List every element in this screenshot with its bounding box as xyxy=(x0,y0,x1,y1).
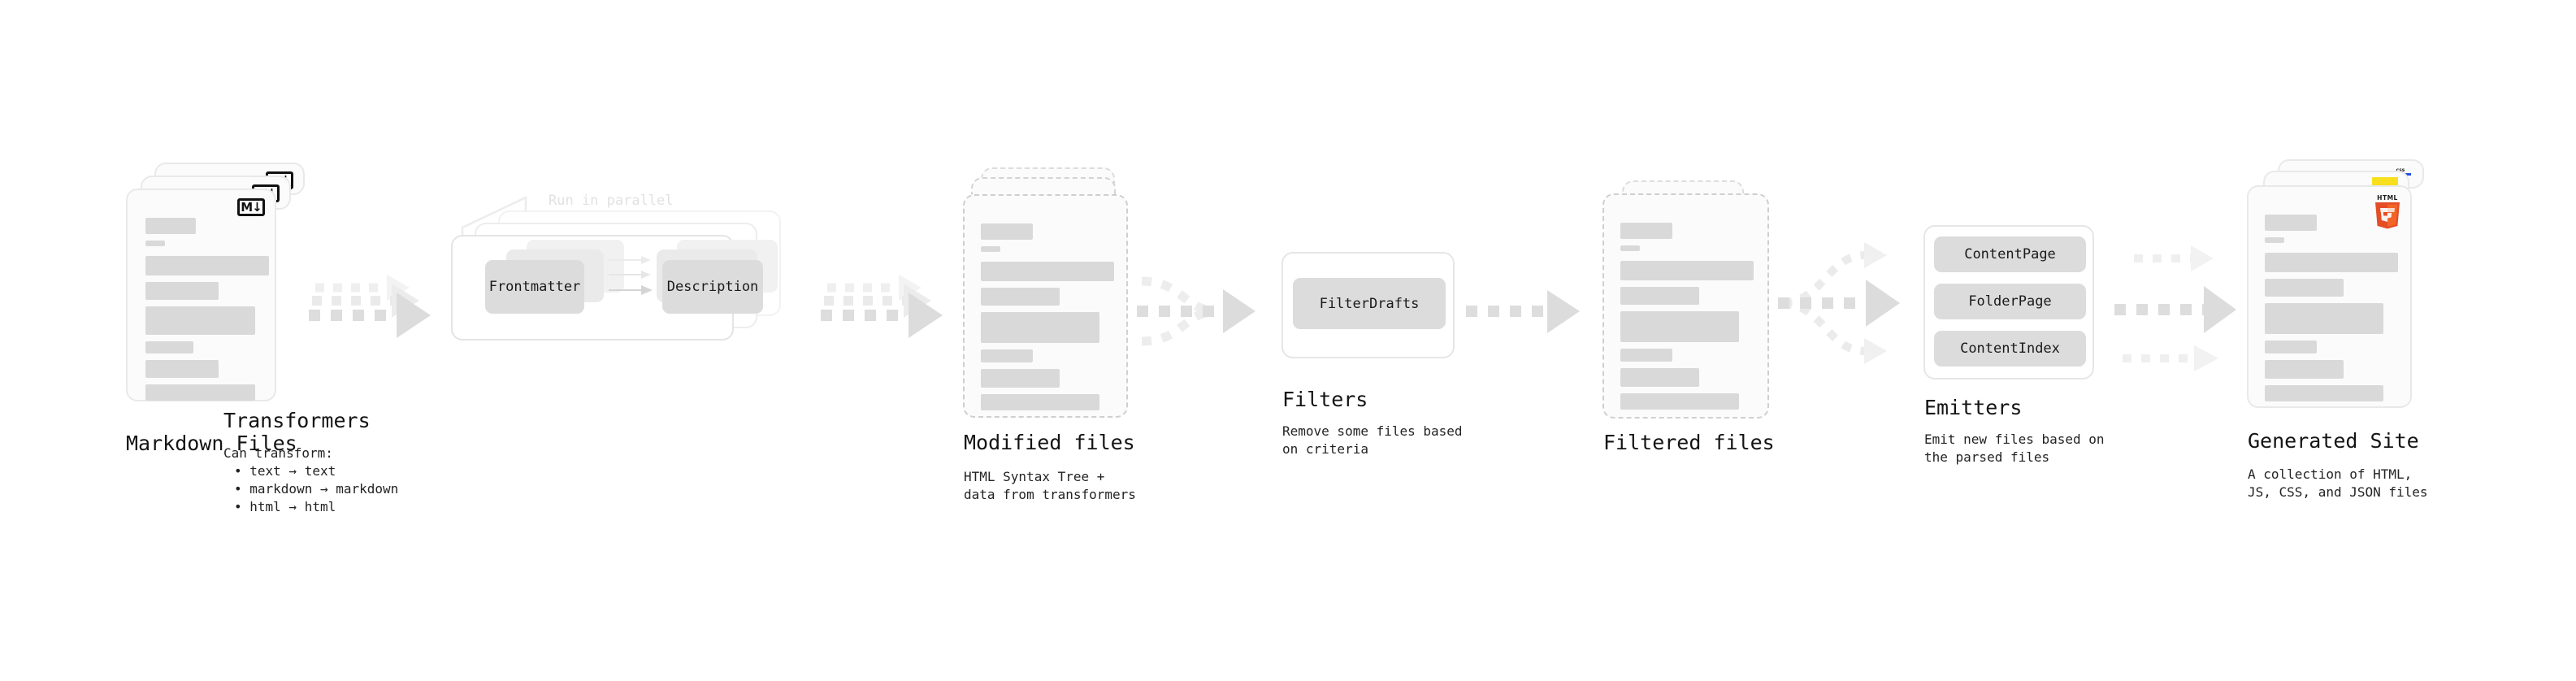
file-skeleton xyxy=(2265,215,2398,408)
skeleton-bar xyxy=(2265,237,2284,243)
file-skeleton xyxy=(145,218,269,407)
skeleton-bar xyxy=(2265,253,2398,272)
stage-markdown-files: M↓ M↓ M↓ xyxy=(126,163,313,431)
stage-filters: FilterDrafts xyxy=(1281,252,1460,366)
transformers-bullet-2: • html → html xyxy=(234,499,336,514)
skeleton-bar xyxy=(1620,368,1699,387)
stage-modified-files xyxy=(963,167,1150,436)
skeleton-bar xyxy=(981,246,1000,252)
skeleton-bar xyxy=(1620,261,1754,280)
skeleton-bar xyxy=(1620,287,1699,305)
skeleton-bar xyxy=(981,349,1033,362)
skeleton-bar xyxy=(2265,385,2383,401)
connector-emitters-to-site xyxy=(2114,245,2236,371)
css3-icon-text: css xyxy=(2396,167,2405,173)
skeleton-bar xyxy=(981,262,1114,281)
skeleton-bar xyxy=(145,306,255,335)
stage-subtitle-modified-files: HTML Syntax Tree + data from transformer… xyxy=(964,469,1136,502)
skeleton-bar xyxy=(981,394,1099,410)
connector-filters-to-filtered xyxy=(1466,290,1580,333)
transformers-bullet-0: • text → text xyxy=(234,463,336,479)
stage-emitters: ContentPage FolderPage ContentIndex xyxy=(1923,225,2110,388)
skeleton-bar xyxy=(981,223,1033,240)
skeleton-bar xyxy=(1620,245,1640,251)
skeleton-bar xyxy=(2265,360,2344,379)
transformer-chip-description[interactable]: Description xyxy=(662,260,763,314)
filtered-card-front xyxy=(1602,193,1769,419)
html5-icon: HTML xyxy=(2375,194,2400,229)
stage-transformers: Run in parallel Frontmatter Description xyxy=(443,191,841,378)
markdown-icon: M↓ xyxy=(237,198,265,216)
stage-subtitle-filters: Remove some files based on criteria xyxy=(1282,423,1463,457)
skeleton-bar xyxy=(1620,393,1739,410)
file-skeleton xyxy=(1620,223,1754,416)
skeleton-bar xyxy=(145,341,193,354)
stage-title-filters: Filters xyxy=(1282,388,1368,411)
filter-chip-filterdrafts[interactable]: FilterDrafts xyxy=(1293,278,1446,329)
stage-subtitle-generated-site: A collection of HTML, JS, CSS, and JSON … xyxy=(2248,466,2428,500)
skeleton-bar xyxy=(145,282,219,300)
skeleton-bar xyxy=(981,369,1060,388)
stage-title-transformers: Transformers xyxy=(223,409,371,432)
connector-modified-to-filters xyxy=(1137,276,1255,346)
emitter-chip-contentindex[interactable]: ContentIndex xyxy=(1934,331,2086,367)
emitter-chip-folderpage[interactable]: FolderPage xyxy=(1934,284,2086,319)
skeleton-bar xyxy=(2265,215,2317,231)
skeleton-bar xyxy=(145,218,196,234)
run-in-parallel-leader xyxy=(461,196,527,241)
skeleton-bar xyxy=(2265,340,2317,354)
skeleton-bar xyxy=(2265,303,2383,334)
html5-icon-text: HTML xyxy=(2377,194,2398,202)
transformer-chip-frontmatter[interactable]: Frontmatter xyxy=(485,260,584,314)
connector-filtered-to-emitters xyxy=(1778,242,1900,364)
stage-subtitle-transformers: Can transform: xyxy=(223,445,333,461)
skeleton-bar xyxy=(145,384,255,401)
stage-title-markdown-files: Markdown Files xyxy=(126,432,297,455)
skeleton-bar xyxy=(981,312,1099,343)
connector-md-to-transformers xyxy=(309,275,431,338)
skeleton-bar xyxy=(145,360,219,378)
stage-title-generated-site: Generated Site xyxy=(2248,429,2419,453)
transformer-inner-arrows xyxy=(609,256,653,295)
modified-card-front xyxy=(963,194,1128,418)
skeleton-bar xyxy=(2265,279,2344,297)
skeleton-bar xyxy=(981,288,1060,306)
stage-title-modified-files: Modified files xyxy=(964,431,1135,454)
stage-title-emitters: Emitters xyxy=(1924,396,2023,419)
transformers-bullet-1: • markdown → markdown xyxy=(234,481,399,497)
connector-transformers-to-modified xyxy=(821,275,943,338)
skeleton-bar xyxy=(1620,311,1739,342)
file-skeleton xyxy=(981,223,1114,417)
skeleton-bar xyxy=(1620,349,1672,362)
site-card-front: HTML xyxy=(2247,185,2412,408)
stage-title-filtered-files: Filtered files xyxy=(1603,431,1775,454)
stage-subtitle-emitters: Emit new files based on the parsed files xyxy=(1924,432,2105,465)
skeleton-bar xyxy=(145,256,269,275)
run-in-parallel-label: Run in parallel xyxy=(549,193,674,209)
markdown-card-front: M↓ xyxy=(126,189,276,401)
stage-generated-site: css HTML xyxy=(2247,159,2450,436)
stage-filtered-files xyxy=(1602,180,1789,449)
emitter-chip-contentpage[interactable]: ContentPage xyxy=(1934,236,2086,272)
skeleton-bar xyxy=(1620,223,1672,239)
skeleton-bar xyxy=(145,241,165,246)
